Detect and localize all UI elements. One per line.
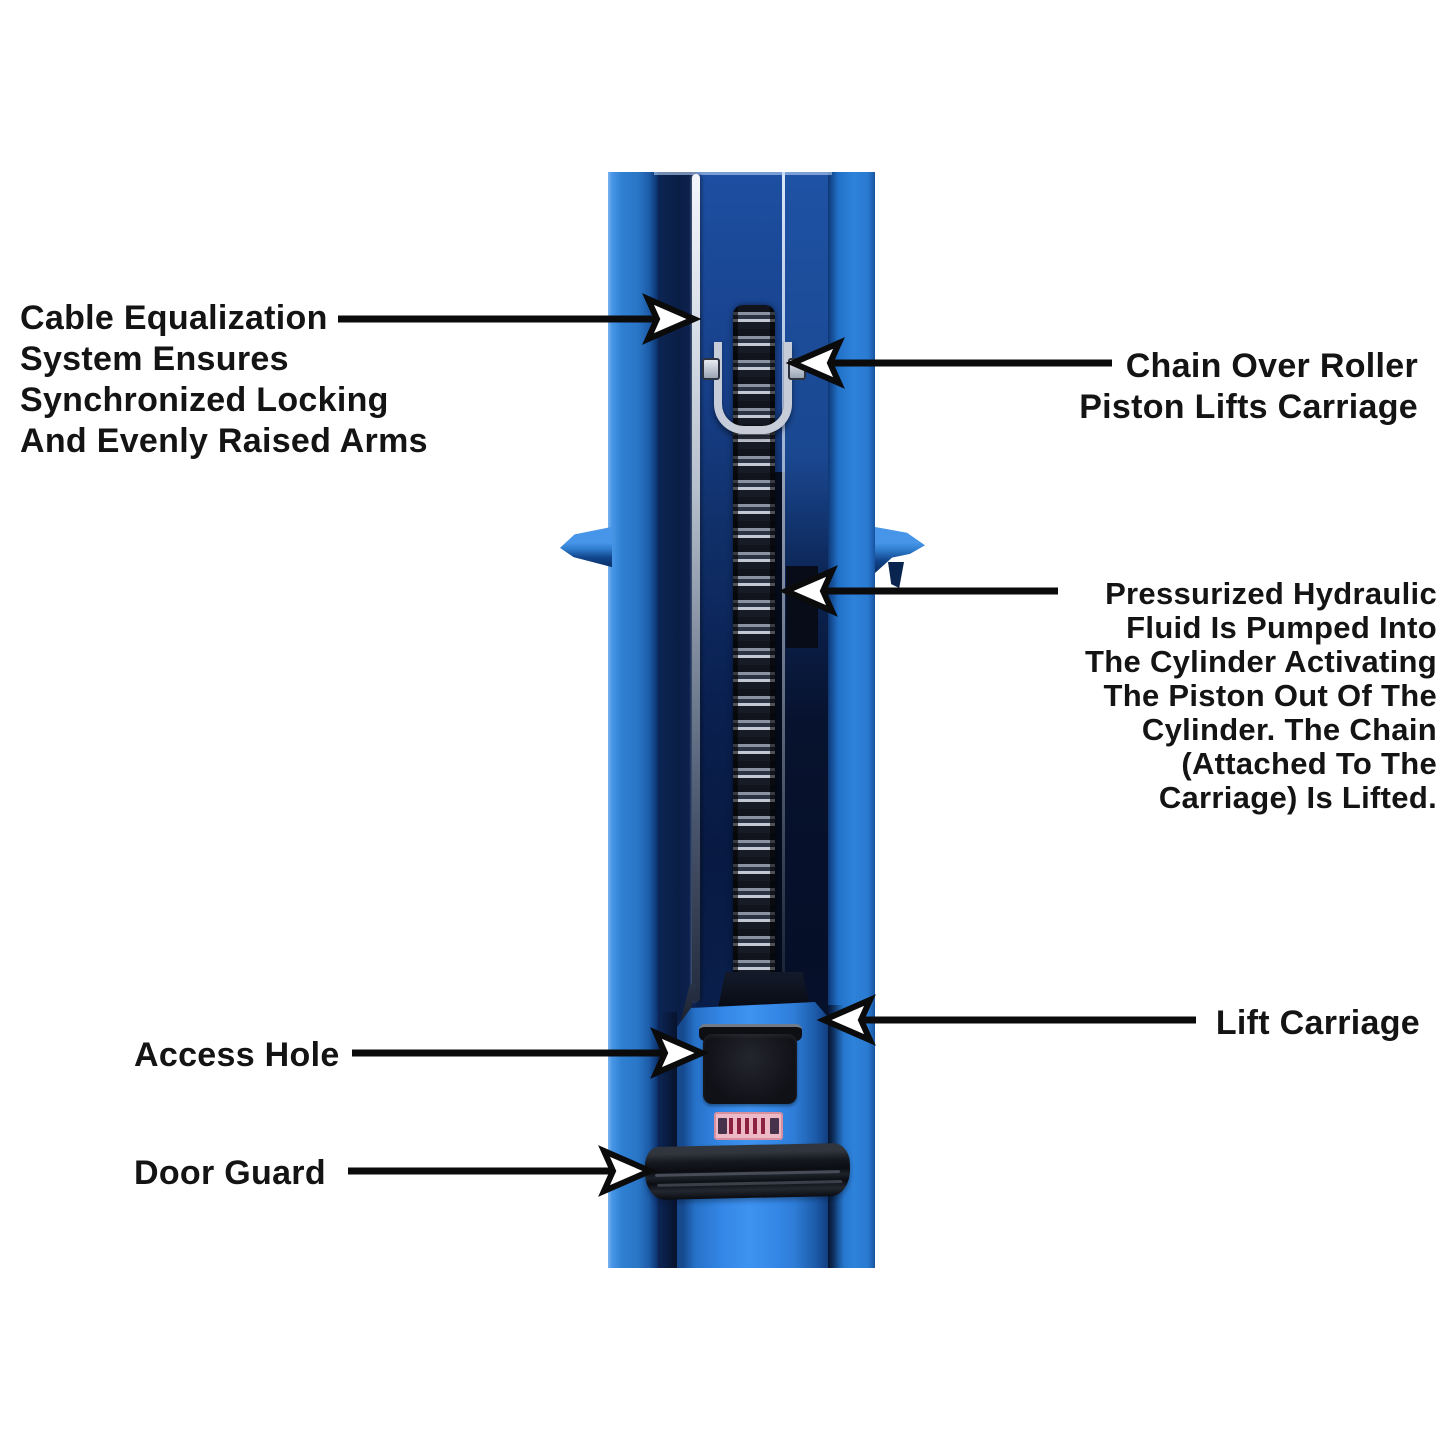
label-line: The Piston Out Of The	[1103, 678, 1437, 713]
warning-sticker-text-bars	[729, 1118, 768, 1134]
chain-anchor-block	[718, 972, 810, 1008]
hydraulic-label: Pressurized Hydraulic Fluid Is Pumped In…	[1085, 577, 1437, 815]
label-line: Door Guard	[134, 1154, 326, 1192]
cylinder-dark-block	[786, 566, 818, 648]
bumper-ridge	[657, 1180, 843, 1187]
label-line: (Attached To The	[1181, 746, 1437, 781]
label-line: Piston Lifts Carriage	[1079, 388, 1418, 426]
cable-equalization-label: Cable Equalization System Ensures Synchr…	[20, 298, 428, 462]
left-mount-tab	[560, 526, 612, 568]
column-top-edge	[654, 172, 832, 175]
label-line: Carriage) Is Lifted.	[1158, 780, 1437, 815]
roller-axle-bolt-right	[788, 358, 806, 380]
access-hole-label: Access Hole	[134, 1035, 340, 1076]
bumper-ridge	[655, 1170, 841, 1177]
door-guard-label: Door Guard	[134, 1153, 326, 1194]
chain-roller-bracket	[714, 342, 792, 434]
label-line: Access Hole	[134, 1036, 340, 1074]
label-line: Lift Carriage	[1215, 1004, 1420, 1042]
column-left-flange	[608, 172, 658, 1268]
label-line: Cable Equalization	[20, 299, 328, 337]
label-line: Synchronized Locking	[20, 381, 389, 419]
warning-pictogram-icon	[718, 1118, 727, 1134]
lift-carriage-panel	[677, 1002, 828, 1268]
label-line: Pressurized Hydraulic	[1105, 576, 1437, 611]
lift-carriage-arrow	[816, 994, 1196, 1046]
door-guard-bumper	[644, 1142, 851, 1201]
label-line: System Ensures	[20, 340, 289, 378]
door-guard-arrow	[348, 1145, 658, 1197]
right-mount-tab-shadow	[888, 562, 904, 588]
warning-sticker	[714, 1112, 783, 1140]
carriage-shadow-left	[661, 1012, 677, 1268]
access-hole-cutout	[703, 1034, 797, 1104]
chain-over-roller-label: Chain Over Roller Piston Lifts Carriage	[1079, 346, 1418, 428]
label-line: Cylinder. The Chain	[1141, 712, 1437, 747]
equalization-cable	[692, 174, 700, 1002]
carriage-shadow-right	[828, 1005, 844, 1268]
label-line: The Cylinder Activating	[1085, 644, 1437, 679]
warning-pictogram-icon	[770, 1118, 779, 1134]
label-line: And Evenly Raised Arms	[20, 422, 428, 460]
label-line: Chain Over Roller	[1125, 347, 1418, 385]
lift-carriage-label: Lift Carriage	[1216, 1003, 1420, 1044]
roller-axle-bolt-left	[702, 358, 720, 380]
column-edge-highlight	[782, 172, 785, 1268]
label-line: Fluid Is Pumped Into	[1126, 610, 1437, 645]
